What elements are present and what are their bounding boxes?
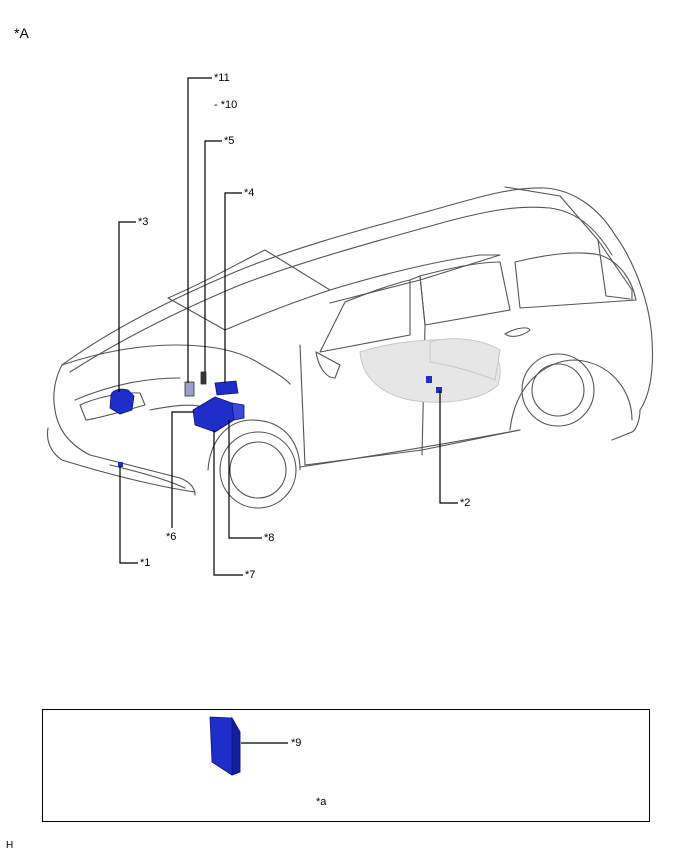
callout-11: *11 xyxy=(214,72,230,84)
callout-1: *1 xyxy=(140,557,151,569)
figure-label: *A xyxy=(14,25,29,41)
inset-box xyxy=(42,709,650,822)
component-10-11 xyxy=(184,371,207,397)
callout-10: - *10 xyxy=(214,99,238,111)
component-1 xyxy=(118,462,123,467)
component-7-8 xyxy=(192,396,245,433)
corner-code: H xyxy=(6,840,14,851)
callout-6: *6 xyxy=(166,531,177,543)
leader-lines xyxy=(118,77,458,576)
callout-2: *2 xyxy=(460,497,471,509)
callout-8: *8 xyxy=(264,532,275,544)
component-9 xyxy=(209,716,241,776)
callout-9: *9 xyxy=(291,737,302,749)
inset-label: *a xyxy=(316,796,327,808)
callout-3: *3 xyxy=(138,216,149,228)
component-4 xyxy=(214,380,239,396)
callout-5: *5 xyxy=(224,135,235,147)
component-2 xyxy=(426,376,442,393)
car-outline xyxy=(46,186,653,509)
ghost-underbody xyxy=(359,338,501,403)
callout-4: *4 xyxy=(244,187,255,199)
component-3 xyxy=(109,388,135,415)
callout-7: *7 xyxy=(245,569,256,581)
